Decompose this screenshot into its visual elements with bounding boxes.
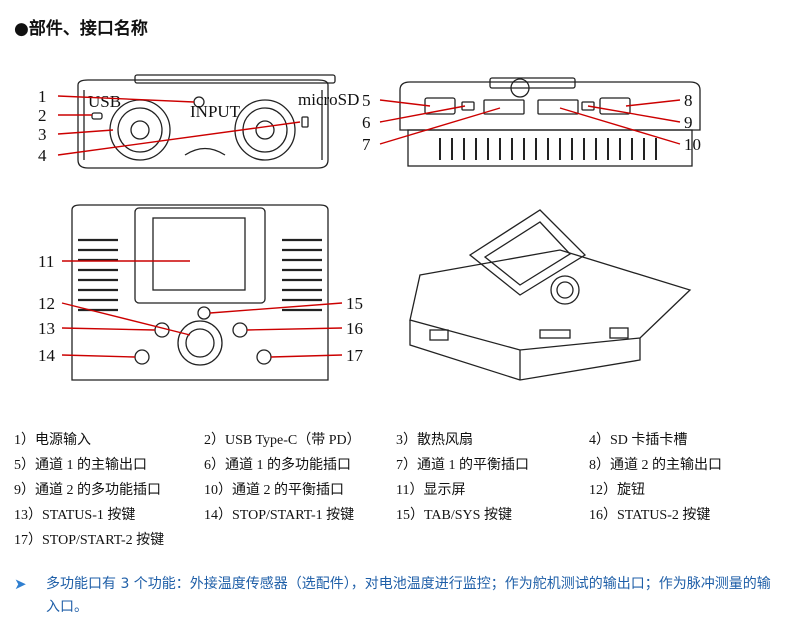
callout-7: 7 xyxy=(362,135,371,154)
legend-item-3: 3）散热风扇 xyxy=(396,433,473,448)
legend-item-11: 11）显示屏 xyxy=(396,483,466,498)
callout-13: 13 xyxy=(38,319,55,338)
callout-12: 12 xyxy=(38,294,55,313)
legend-item-16: 16）STATUS-2 按键 xyxy=(589,508,711,523)
legend-item-7: 7）通道 1 的平衡插口 xyxy=(396,458,529,473)
arrow-icon: ➤ xyxy=(14,575,27,593)
top-view-vents xyxy=(78,238,322,312)
callout-17: 17 xyxy=(346,346,364,365)
rear-view xyxy=(77,74,336,169)
legend-item-9: 9）通道 2 的多功能插口 xyxy=(14,483,161,498)
legend-item-6: 6）通道 1 的多功能插口 xyxy=(204,458,351,473)
callout-2: 2 xyxy=(38,106,47,125)
legend-item-1: 1）电源输入 xyxy=(14,433,91,448)
callout-3: 3 xyxy=(38,125,47,144)
legend-item-13: 13）STATUS-1 按键 xyxy=(14,508,136,523)
legend-item-2: 2）USB Type-C（带 PD） xyxy=(204,433,361,448)
legend-item-4: 4）SD 卡插卡槽 xyxy=(589,433,688,448)
callout-14: 14 xyxy=(38,346,56,365)
legend-item-5: 5）通道 1 的主输出口 xyxy=(14,458,147,473)
legend-item-10: 10）通道 2 的平衡插口 xyxy=(204,483,344,498)
legend-item-15: 15）TAB/SYS 按键 xyxy=(396,508,512,523)
microsd-label: microSD xyxy=(298,90,359,109)
callout-15: 15 xyxy=(346,294,363,313)
perspective-view xyxy=(409,209,692,381)
callout-11: 11 xyxy=(38,252,54,271)
legend-item-17: 17）STOP/START-2 按键 xyxy=(14,533,165,548)
note-text: 多功能口有 3 个功能：外接温度传感器（选配件），对电池温度进行监控；作为舵机测… xyxy=(46,576,771,615)
callout-9: 9 xyxy=(684,113,693,132)
callout-1: 1 xyxy=(38,87,47,106)
leader-lines xyxy=(57,95,681,358)
callout-16: 16 xyxy=(346,319,363,338)
callout-4: 4 xyxy=(38,146,47,165)
page-title: ●部件、接口名称 xyxy=(14,19,148,39)
legend-item-12: 12）旋钮 xyxy=(589,483,645,498)
multifunction-note: ➤ 多功能口有 3 个功能：外接温度传感器（选配件），对电池温度进行监控；作为舵… xyxy=(14,573,784,619)
usb-port-label: USB xyxy=(88,92,121,111)
legend-item-8: 8）通道 2 的主输出口 xyxy=(589,458,722,473)
callout-10: 10 xyxy=(684,135,701,154)
legend-item-14: 14）STOP/START-1 按键 xyxy=(204,508,355,523)
callout-6: 6 xyxy=(362,113,371,132)
device-diagram: INPUT USB microSD xyxy=(0,60,800,420)
top-view xyxy=(71,204,329,381)
input-port-label: INPUT xyxy=(190,102,241,121)
front-vent-slots xyxy=(439,138,657,160)
callout-5: 5 xyxy=(362,91,371,110)
callout-8: 8 xyxy=(684,91,693,110)
